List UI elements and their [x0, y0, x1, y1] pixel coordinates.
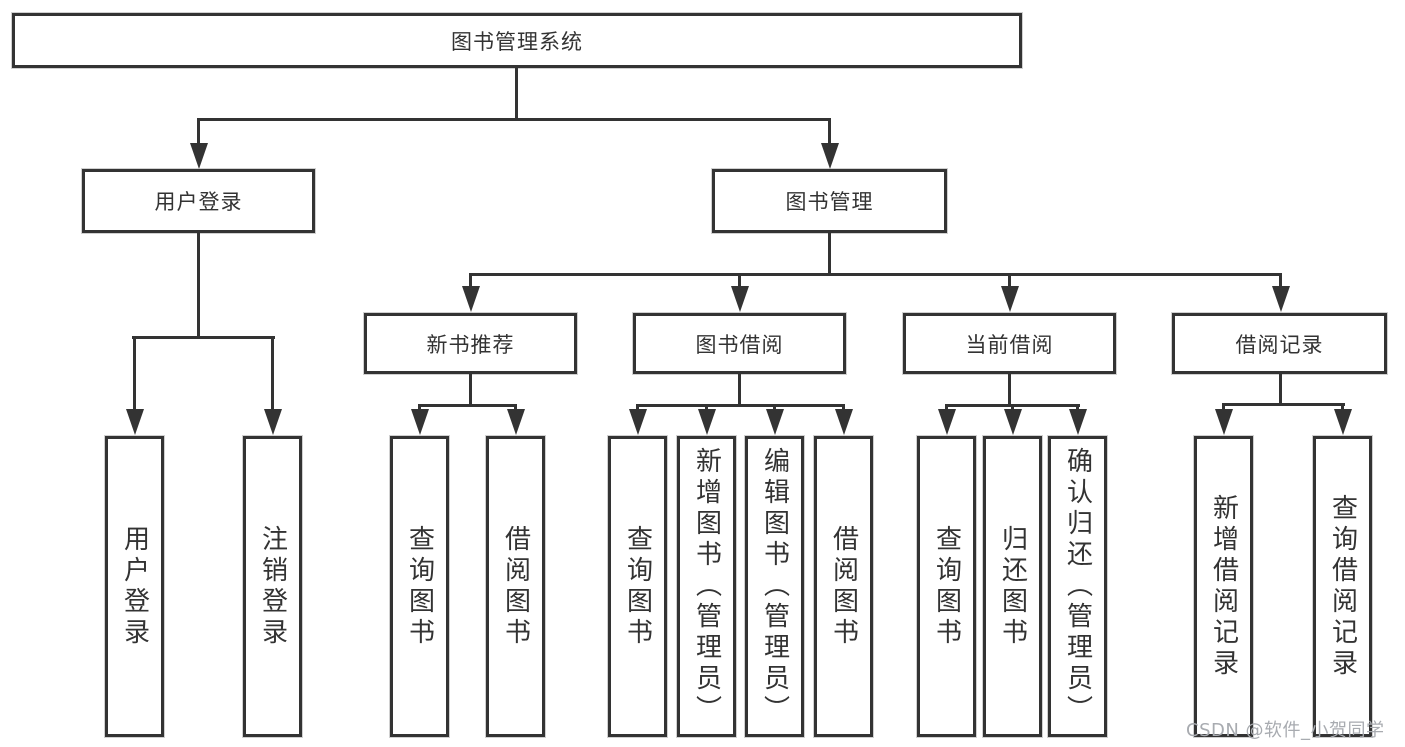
leaf-recommend-borrow-books: 借阅图书	[486, 436, 545, 737]
arrow-current-return	[1003, 404, 1022, 435]
leaf-user-login: 用户登录	[105, 436, 164, 737]
arrow-current-query	[937, 404, 956, 435]
connector-current-stem	[1008, 374, 1011, 406]
node-book-borrow: 图书借阅	[633, 313, 846, 374]
arrow-borrow-borrow	[834, 404, 853, 435]
arrow-recommend-borrow	[506, 404, 525, 435]
arrow-recommend-query	[410, 404, 429, 435]
connector-user-login-hline	[132, 336, 275, 339]
leaf-borrow-add-books-admin: 新增图书（管理员）	[677, 436, 736, 737]
leaf-records-query-record: 查询借阅记录	[1313, 436, 1372, 737]
leaf-logout: 注销登录	[243, 436, 302, 737]
connector-user-login-stem	[197, 233, 200, 339]
arrow-to-new-book-recommend	[461, 273, 480, 312]
node-current-borrow: 当前借阅	[903, 313, 1116, 374]
leaf-current-return-books: 归还图书	[983, 436, 1042, 737]
arrow-records-add	[1214, 403, 1233, 435]
leaf-records-add-record: 新增借阅记录	[1194, 436, 1253, 737]
node-new-book-recommend: 新书推荐	[364, 313, 577, 374]
arrow-borrow-add	[697, 404, 716, 435]
node-library-management-system: 图书管理系统	[12, 13, 1022, 68]
connector-level3-hline	[469, 273, 1282, 276]
connector-book-management-stem	[828, 233, 831, 276]
connector-records-stem	[1279, 374, 1282, 405]
connector-recommend-hline	[418, 404, 517, 407]
arrow-to-current-borrow	[1000, 273, 1019, 312]
node-user-login: 用户登录	[82, 169, 315, 233]
leaf-current-query-books: 查询图书	[917, 436, 976, 737]
arrow-to-borrow-records	[1271, 273, 1290, 312]
arrow-to-user-login	[189, 118, 208, 169]
arrow-records-query	[1333, 403, 1352, 435]
node-book-management: 图书管理	[712, 169, 947, 233]
leaf-borrow-query-books: 查询图书	[608, 436, 667, 737]
node-borrow-records: 借阅记录	[1172, 313, 1387, 374]
leaf-current-confirm-return-admin: 确认归还（管理员）	[1048, 436, 1107, 737]
arrow-current-confirm	[1068, 404, 1087, 435]
connector-level2-hline	[197, 118, 831, 121]
connector-borrow-stem	[738, 374, 741, 406]
leaf-borrow-edit-books-admin: 编辑图书（管理员）	[745, 436, 804, 737]
arrow-to-book-management	[820, 118, 839, 169]
leaf-borrow-borrow-books: 借阅图书	[814, 436, 873, 737]
arrow-to-leaf-logout	[263, 336, 282, 435]
connector-root-stem	[515, 68, 518, 121]
connector-records-hline	[1222, 403, 1345, 406]
leaf-recommend-query-books: 查询图书	[390, 436, 449, 737]
arrow-borrow-edit	[765, 404, 784, 435]
connector-recommend-stem	[469, 374, 472, 406]
connector-borrow-hline	[636, 404, 845, 407]
arrow-borrow-query	[628, 404, 647, 435]
arrow-to-leaf-user-login	[125, 336, 144, 435]
csdn-watermark: CSDN @软件_小贺同学	[1186, 720, 1385, 741]
arrow-to-book-borrow	[730, 273, 749, 312]
